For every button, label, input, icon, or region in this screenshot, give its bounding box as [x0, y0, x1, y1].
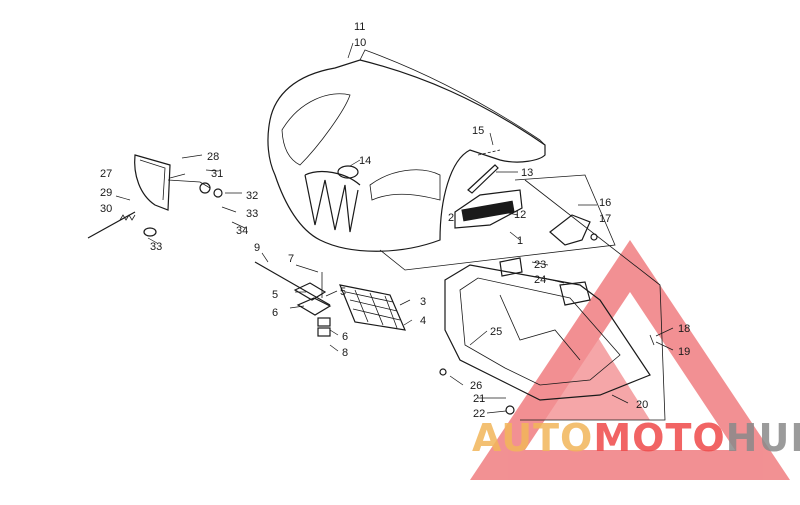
callout-29: 29: [100, 187, 112, 199]
callout-27: 27: [100, 168, 112, 180]
callout-21: 21: [473, 393, 485, 405]
callout-16: 16: [599, 197, 611, 209]
callout-22: 22: [473, 408, 485, 420]
callout-14: 14: [359, 155, 371, 167]
callout-25: 25: [490, 326, 502, 338]
callout-32: 32: [246, 190, 258, 202]
callout-17: 17: [599, 213, 611, 225]
watermark-part-hub: HUB: [725, 416, 800, 460]
callout-24: 24: [534, 274, 546, 286]
callout-8: 8: [342, 347, 348, 359]
callout-labels: 1 2 3 4 5 5 6 6 7 8 9 10 11 12 13 14 15 …: [100, 21, 690, 420]
leader-lines: [115, 42, 674, 414]
callout-9: 9: [254, 242, 260, 254]
callout-15: 15: [472, 125, 484, 137]
callout-2: 2: [448, 212, 454, 224]
watermark-part-auto: AUTO: [472, 416, 594, 460]
callout-34: 34: [236, 225, 248, 237]
callout-11: 11: [354, 21, 365, 33]
hood-assembly: [267, 49, 546, 252]
callout-13: 13: [521, 167, 533, 179]
small-parts: [499, 214, 655, 346]
callout-1: 1: [517, 235, 523, 247]
callout-26: 26: [470, 380, 482, 392]
headlight-housing: [134, 154, 223, 211]
callout-7: 7: [288, 253, 294, 265]
reference-outline: [379, 174, 666, 421]
grille-screen: [339, 284, 406, 331]
callout-6a: 6: [272, 307, 278, 319]
callout-31: 31: [211, 168, 223, 180]
callout-30: 30: [100, 203, 112, 215]
callout-19: 19: [678, 346, 690, 358]
callout-18: 18: [678, 323, 690, 335]
callout-10: 10: [354, 37, 366, 49]
watermark-wordmark: AUTOMOTOHUB: [472, 416, 800, 460]
hood-rod: [254, 261, 332, 337]
callout-4: 4: [420, 315, 426, 327]
callout-20: 20: [636, 399, 648, 411]
watermark-part-moto: MOTO: [593, 416, 726, 460]
callout-3: 3: [420, 296, 426, 308]
callout-23: 23: [534, 259, 546, 271]
callout-12: 12: [514, 209, 526, 221]
callout-33a: 33: [246, 208, 258, 220]
callout-33b: 33: [150, 241, 162, 253]
callout-5a: 5: [272, 289, 278, 301]
callout-28: 28: [207, 151, 219, 163]
adjuster-screw: [87, 211, 157, 239]
callout-6b: 6: [342, 331, 348, 343]
callout-5b: 5: [340, 286, 346, 298]
lower-pan: [439, 264, 651, 415]
